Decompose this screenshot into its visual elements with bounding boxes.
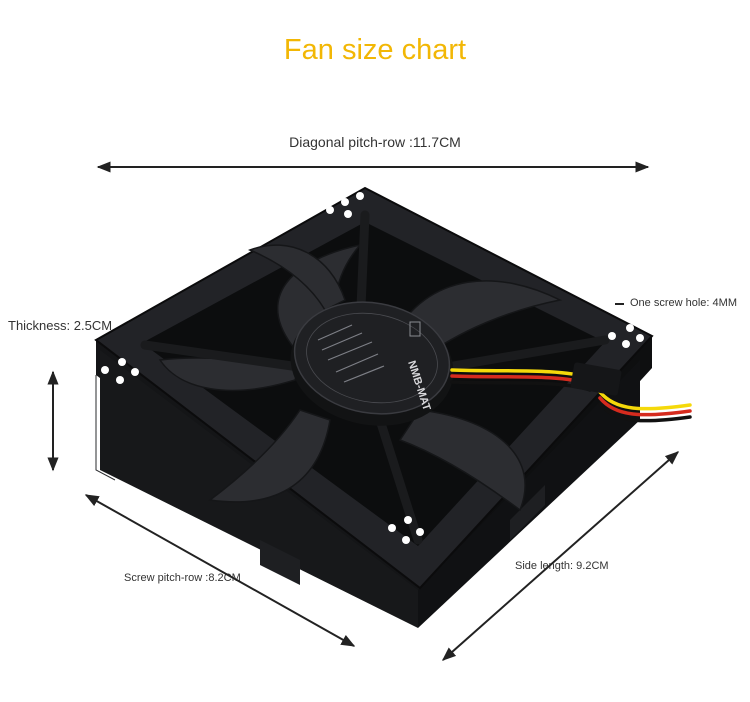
screw-hole-label: One screw hole: 4MM bbox=[630, 297, 737, 309]
hub-label-lines bbox=[317, 321, 421, 383]
diagonal-pitch-label: Diagonal pitch-row :11.7CM bbox=[289, 134, 461, 150]
chart-title: Fan size chart bbox=[283, 34, 467, 66]
fan-body: NMB-MAT bbox=[94, 186, 654, 628]
side-length-arrow bbox=[441, 451, 680, 661]
screw-pitch-arrow bbox=[84, 494, 356, 647]
screw-holes bbox=[101, 192, 644, 544]
fan-blades bbox=[158, 243, 563, 512]
thickness-label: Thickness: 2.5CM bbox=[8, 318, 113, 333]
wire-connector bbox=[570, 362, 622, 396]
fan-hub-label bbox=[293, 301, 451, 415]
